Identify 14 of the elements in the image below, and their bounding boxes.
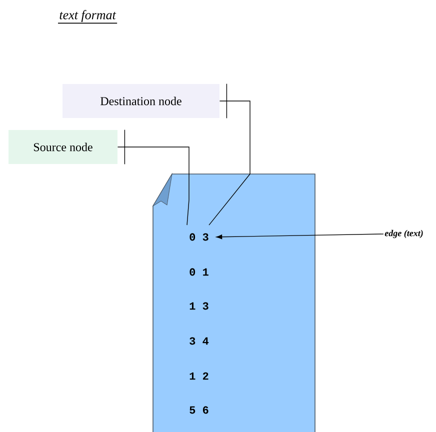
leader-line: [208, 100, 250, 226]
leader-line: [117, 146, 190, 226]
document-page: [152, 174, 316, 432]
label-box: Destination node: [62, 84, 220, 118]
edge-entry: 0 1: [190, 268, 208, 276]
label-box: Source node: [8, 130, 118, 164]
edge-entry: 5 6: [190, 406, 208, 414]
edge-entry: 1 3: [190, 302, 208, 310]
title: text format: [58, 10, 118, 24]
edge-entry: 1 2: [190, 372, 208, 380]
edge-entry: 0 3: [190, 233, 208, 241]
edge-entry: 3 4: [190, 337, 209, 345]
edge-label: edge (text): [384, 230, 423, 238]
arrow: [216, 234, 384, 240]
